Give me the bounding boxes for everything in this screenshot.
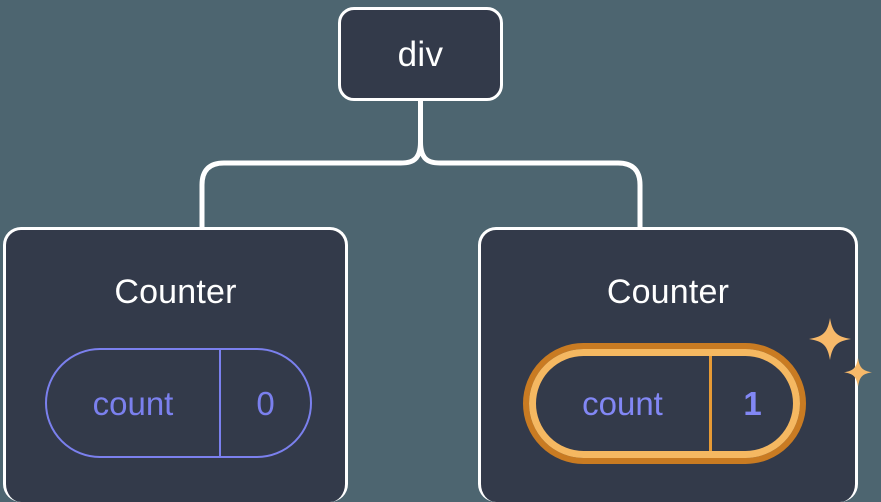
state-value-cell-right: 1 [712,356,793,451]
state-value-label-left: 0 [256,384,275,422]
state-pill-count-right[interactable]: count 1 [523,343,806,464]
state-key-label-left: count [92,384,174,422]
sparkle-small-icon [844,358,872,387]
state-value-label-right: 1 [743,385,762,422]
sparkle-large-icon [809,318,851,360]
state-pill-inner-ring-right: count 1 [529,349,800,458]
node-div-label: div [397,34,444,74]
state-value-cell-left: 0 [221,350,310,456]
node-div[interactable]: div [338,7,503,101]
counter-left-title: Counter [114,273,237,311]
sparkles-icon [809,318,872,387]
state-pill-count-left[interactable]: count 0 [45,348,312,458]
state-key-cell-right: count [536,356,712,451]
node-counter-right[interactable]: Counter count 1 [478,227,872,502]
state-key-cell-left: count [47,350,221,456]
connector-branch-left [199,141,423,228]
counter-right-title: Counter [606,273,730,311]
node-counter-left[interactable]: Counter count 0 [3,227,348,502]
state-key-label-right: count [582,385,663,422]
connector-branch-right [418,141,643,228]
